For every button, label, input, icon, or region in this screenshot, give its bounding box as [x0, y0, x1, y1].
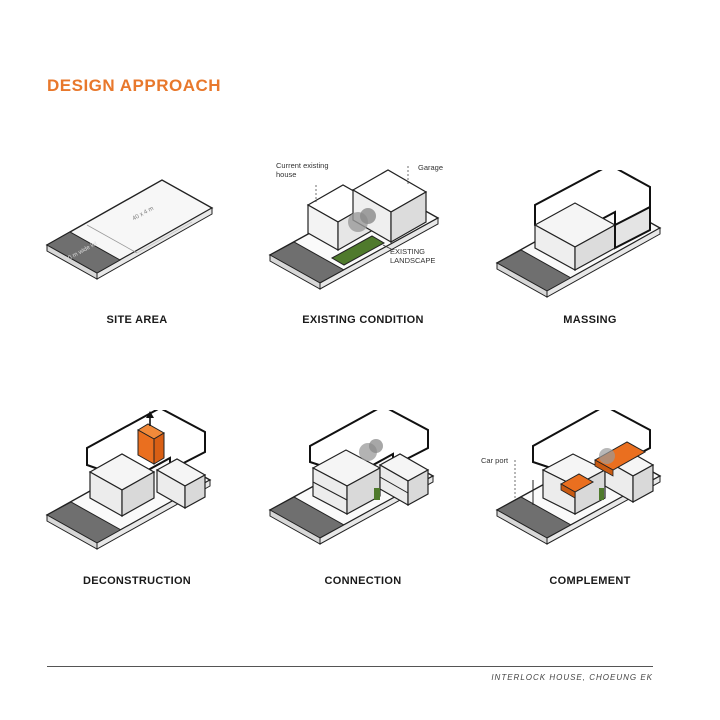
caption-site-area: SITE AREA: [106, 314, 168, 326]
massing-diagram: [495, 170, 685, 340]
existing-condition-diagram: Current existing house Garage EXISTING L…: [268, 150, 458, 320]
caption-deconstruction: DECONSTRUCTION: [82, 575, 192, 587]
caption-massing: MASSING: [563, 314, 617, 326]
caption-existing-condition: EXISTING CONDITION: [302, 314, 424, 326]
garage-annotation: Garage: [418, 163, 444, 172]
footer-divider: [47, 666, 653, 667]
caption-complement: COMPLEMENT: [549, 575, 631, 587]
site-area-diagram: 40 m wide lot 40 x 4 m: [42, 170, 232, 340]
complement-diagram: Car port: [481, 410, 685, 580]
page-title: DESIGN APPROACH: [47, 76, 222, 95]
footer-project-name: INTERLOCK HOUSE, CHOEUNG EK: [491, 673, 653, 682]
landscape-annotation: EXISTING LANDSCAPE: [390, 247, 436, 265]
car-port-annotation: Car port: [481, 456, 509, 465]
deconstruction-diagram: [42, 410, 232, 580]
connection-diagram: [268, 410, 458, 580]
caption-connection: CONNECTION: [324, 575, 402, 587]
current-house-annotation: Current existing house: [276, 161, 329, 179]
